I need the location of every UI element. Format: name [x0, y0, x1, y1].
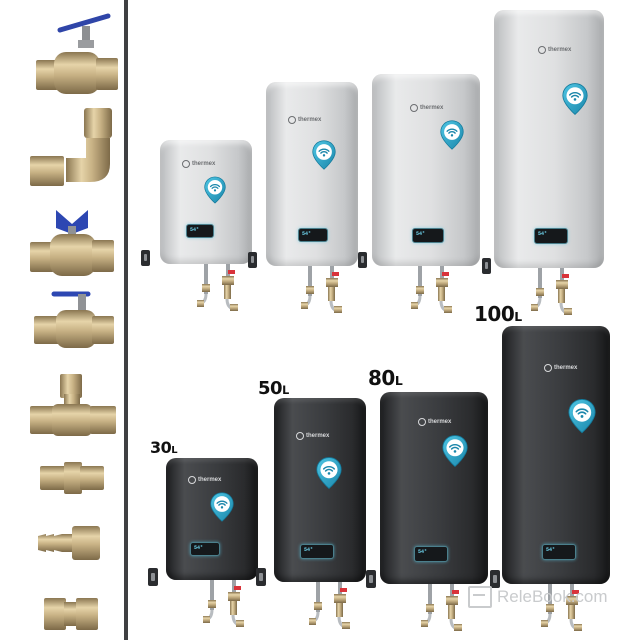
- display-readout: 54°: [190, 227, 200, 233]
- vertical-divider: [124, 0, 128, 640]
- brand-name: thermex: [428, 419, 452, 425]
- brand-logo: thermex: [182, 160, 215, 168]
- straight-coupling-icon: [44, 598, 98, 630]
- wall-remote-control: [148, 568, 158, 586]
- brand-name: thermex: [420, 105, 444, 111]
- wifi-pin-icon: [316, 456, 342, 490]
- control-display: 54°: [542, 544, 576, 560]
- control-display: 54°: [298, 228, 328, 242]
- pipe-connections: [300, 266, 344, 315]
- control-display: 54°: [414, 546, 448, 562]
- wifi-pin-icon: [442, 434, 468, 468]
- silver-heater-50l: thermex 54°: [266, 82, 358, 266]
- display-readout: 54°: [302, 231, 312, 237]
- brand-logo: thermex: [544, 364, 577, 372]
- watermark: ReleBook.com: [468, 586, 608, 608]
- brand-name: thermex: [198, 477, 222, 483]
- brand-logo: thermex: [418, 418, 451, 426]
- pipe-connections: [308, 582, 352, 631]
- brand-name: thermex: [298, 117, 322, 123]
- control-display: 54°: [412, 228, 444, 243]
- wall-remote-control: [490, 570, 500, 588]
- black-heater-80l: thermex 54°: [380, 392, 488, 584]
- butterfly-valve-icon: [30, 210, 114, 276]
- capacity-label-100: 100L: [474, 302, 522, 326]
- wall-remote-control: [366, 570, 376, 588]
- wifi-pin-icon: [562, 82, 588, 116]
- display-readout: 54°: [304, 547, 314, 553]
- control-display: 54°: [190, 542, 220, 556]
- black-heater-50l: thermex 54°: [274, 398, 366, 582]
- pipe-connections: [202, 580, 246, 629]
- wifi-pin-icon: [204, 176, 226, 204]
- display-readout: 54°: [538, 231, 548, 237]
- black-heater-100l: thermex 54°: [502, 326, 610, 584]
- ball-valve-tee-icon: [34, 291, 114, 348]
- wifi-pin-icon: [312, 140, 336, 170]
- capacity-label-30: 30L: [150, 438, 178, 457]
- watermark-text: ReleBook.com: [497, 587, 608, 606]
- display-readout: 54°: [546, 547, 556, 553]
- display-readout: 54°: [416, 231, 426, 237]
- watermark-logo-icon: [468, 586, 492, 608]
- silver-heater-80l: thermex 54°: [372, 74, 480, 266]
- control-display: 54°: [534, 228, 568, 244]
- pipe-connections: [410, 266, 454, 315]
- wall-remote-control: [248, 252, 257, 268]
- wall-remote-control: [482, 258, 491, 274]
- tee-fitting-icon: [30, 374, 116, 436]
- display-readout: 54°: [194, 545, 204, 551]
- brand-name: thermex: [192, 161, 216, 167]
- wifi-pin-icon: [568, 398, 596, 434]
- brand-logo: thermex: [538, 46, 571, 54]
- union-coupling-icon: [40, 462, 104, 494]
- control-display: 54°: [300, 544, 334, 559]
- wifi-pin-icon: [210, 492, 234, 522]
- wifi-pin-icon: [440, 120, 464, 150]
- capacity-label-80: 80L: [368, 366, 403, 390]
- capacity-label-50: 50L: [258, 378, 289, 399]
- brand-name: thermex: [306, 433, 330, 439]
- silver-heater-100l: thermex 54°: [494, 10, 604, 268]
- brand-logo: thermex: [296, 432, 329, 440]
- elbow-fitting-icon: [30, 108, 112, 186]
- ball-valve-lever-icon: [36, 13, 118, 94]
- wall-remote-control: [256, 568, 266, 586]
- control-display: 54°: [186, 224, 214, 238]
- display-readout: 54°: [418, 549, 428, 555]
- silver-heater-30l: thermex 54°: [160, 140, 252, 264]
- wall-remote-control: [358, 252, 367, 268]
- brand-logo: thermex: [188, 476, 221, 484]
- black-heater-30l: thermex 54°: [166, 458, 258, 580]
- wall-remote-control: [141, 250, 150, 266]
- brand-logo: thermex: [288, 116, 321, 124]
- brand-name: thermex: [554, 365, 578, 371]
- brand-logo: thermex: [410, 104, 443, 112]
- pipe-connections: [196, 264, 240, 313]
- hose-barb-fitting-icon: [38, 526, 100, 560]
- brand-name: thermex: [548, 47, 572, 53]
- pipe-connections: [420, 584, 464, 633]
- pipe-connections: [530, 268, 574, 317]
